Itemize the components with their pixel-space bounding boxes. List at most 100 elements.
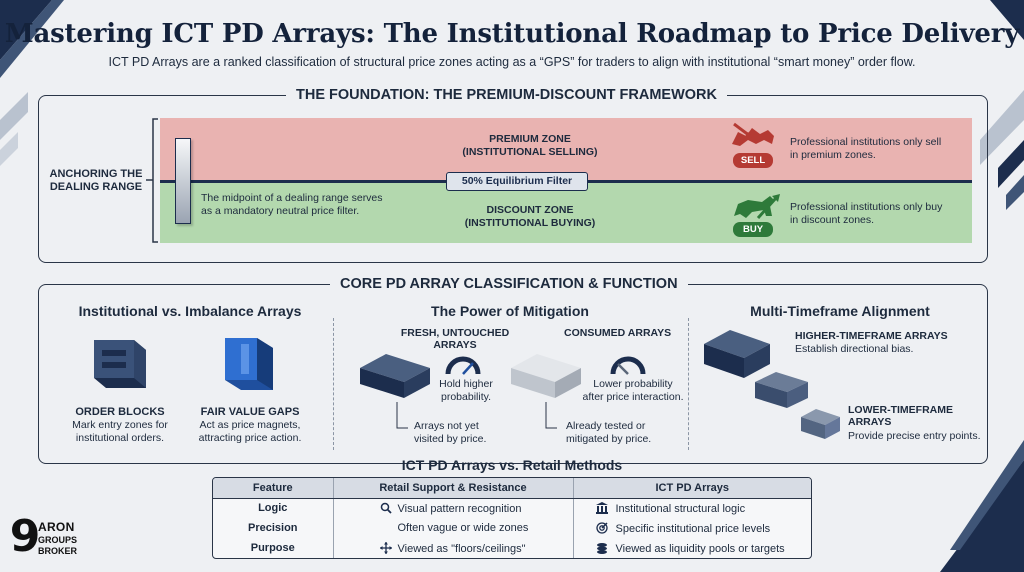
consumed-arrays-title: CONSUMED ARRAYS [564, 327, 672, 339]
equilibrium-badge: 50% Equilibrium Filter [446, 172, 588, 191]
order-blocks-desc: Mark entry zones for institutional order… [55, 419, 185, 444]
brand-logo-glyph: 9 [9, 511, 41, 562]
table-cell-retail: Often vague or wide zones [333, 518, 574, 538]
table-cell-text: Visual pattern recognition [397, 502, 522, 515]
brand-logo: 9 ARON GROUPS BROKER [8, 514, 90, 568]
buy-badge: BUY [733, 222, 773, 237]
consumed-callout-line [545, 402, 557, 429]
corner-decoration-top-right [980, 0, 1024, 210]
ltf-desc: Provide precise entry points. [848, 430, 981, 442]
fresh-callout-line [396, 402, 408, 429]
table-cell-feature: Purpose [213, 538, 334, 558]
fresh-gauge-text: Hold higher probability. [426, 378, 506, 403]
consumed-note: Already tested or mitigated by price. [566, 420, 676, 445]
midpoint-note: The midpoint of a dealing range serves a… [201, 192, 401, 217]
discount-label: DISCOUNT ZONE (INSTITUTIONAL BUYING) [440, 204, 620, 230]
brand-line3: BROKER [38, 546, 78, 556]
fresh-array-block-icon [360, 354, 430, 398]
coins-icon [596, 542, 607, 554]
premium-zone [160, 118, 972, 180]
target-icon [595, 521, 608, 534]
order-block-icon [94, 340, 146, 388]
divider-2 [688, 318, 689, 450]
table-header-row: Feature Retail Support & Resistance ICT … [213, 478, 811, 499]
page-subtitle: ICT PD Arrays are a ranked classificatio… [108, 55, 916, 69]
table-cell-retail: Viewed as "floors/ceilings" [333, 538, 574, 558]
dealing-range-label-line2: DEALING RANGE [49, 181, 143, 193]
brand-line1: ARON [38, 520, 75, 534]
discount-zone [160, 183, 972, 243]
consumed-note-line1: Already tested or [566, 420, 646, 432]
sell-note-line1: Professional institutions only sell [790, 136, 942, 148]
fresh-gauge-text-line1: Hold higher [439, 378, 493, 390]
dealing-range-label-line1: ANCHORING THE [49, 168, 143, 180]
consumed-gauge-text-line1: Lower probability [593, 378, 673, 390]
dealing-range-label: ANCHORING THE DEALING RANGE [44, 168, 148, 194]
table-row: Purpose Viewed as "floors/ceilings" View… [213, 538, 811, 558]
divider-1 [333, 318, 334, 450]
table-row: Precision Often vague or wide zones Spec… [213, 518, 811, 538]
comparison-table-wrap: Feature Retail Support & Resistance ICT … [212, 477, 812, 559]
ltf-title-line1: LOWER-TIMEFRAME [848, 404, 953, 416]
order-blocks-title: ORDER BLOCKS [75, 406, 165, 418]
htf-desc: Establish directional bias. [795, 343, 914, 355]
premium-label-line1: PREMIUM ZONE [489, 133, 571, 145]
magnifier-icon [380, 502, 392, 514]
ltf-title-line2: ARRAYS [848, 416, 892, 428]
midpoint-note-line1: The midpoint of a dealing range serves [201, 192, 383, 204]
discount-label-line2: (INSTITUTIONAL BUYING) [464, 217, 596, 229]
comparison-title: ICT PD Arrays vs. Retail Methods [401, 457, 623, 473]
gauge-low-icon [610, 356, 646, 375]
table-cell-text: Specific institutional price levels [615, 522, 771, 535]
consumed-note-line2: mitigated by price. [566, 432, 652, 445]
table-header: Feature [213, 478, 334, 499]
fvg-title: FAIR VALUE GAPS [200, 406, 300, 418]
midpoint-note-line2: as a mandatory neutral price filter. [201, 204, 360, 217]
order-blocks-desc-line2: institutional orders. [75, 431, 165, 444]
fresh-arrays-title-line2: ARRAYS [433, 339, 477, 351]
fvg-desc-line2: attracting price action. [198, 431, 302, 444]
corner-decoration-bottom-right [940, 440, 1024, 572]
table-header: Retail Support & Resistance [333, 478, 574, 499]
fvg-desc: Act as price magnets, attracting price a… [185, 419, 315, 444]
col1-heading: Institutional vs. Imbalance Arrays [78, 303, 302, 319]
htf-block-icon [704, 330, 770, 378]
move-arrows-icon [379, 541, 392, 554]
table-cell-text: Viewed as "floors/ceilings" [397, 542, 526, 555]
range-bar [175, 138, 191, 224]
table-cell-text: Viewed as liquidity pools or targets [615, 542, 785, 555]
fresh-note-line2: visited by price. [414, 432, 487, 445]
gauge-high-icon [445, 356, 481, 375]
table-cell-ict: Institutional structural logic [573, 498, 811, 518]
ltf-block-icon [801, 409, 840, 439]
mtf-block-icon [755, 372, 808, 408]
fresh-arrays-title-line1: FRESH, UNTOUCHED [400, 327, 510, 339]
consumed-array-block-icon [511, 354, 581, 398]
consumed-gauge-text-line2: after price interaction. [582, 390, 684, 403]
bear-icon [732, 122, 774, 146]
buy-note: Professional institutions only buy in di… [790, 201, 970, 226]
comparison-table: Feature Retail Support & Resistance ICT … [213, 478, 811, 558]
brand-line2: GROUPS [38, 535, 78, 545]
table-cell-ict: Viewed as liquidity pools or targets [573, 538, 811, 558]
consumed-gauge-text: Lower probability after price interactio… [578, 378, 688, 403]
table-header: ICT PD Arrays [573, 478, 811, 499]
sell-badge: SELL [733, 153, 773, 168]
table-cell-text: Often vague or wide zones [397, 522, 529, 534]
bank-icon [595, 501, 608, 514]
fresh-note: Arrays not yet visited by price. [414, 420, 524, 445]
fresh-note-line1: Arrays not yet [414, 420, 479, 432]
table-row: Logic Visual pattern recognition Institu… [213, 498, 811, 518]
foundation-title: THE FOUNDATION: THE PREMIUM-DISCOUNT FRA… [286, 87, 728, 103]
fair-value-gap-icon [225, 338, 273, 390]
buy-note-line1: Professional institutions only buy [790, 201, 943, 213]
col3-heading: Multi-Timeframe Alignment [750, 303, 930, 319]
table-cell-feature: Logic [213, 498, 334, 518]
table-cell-ict: Specific institutional price levels [573, 518, 811, 538]
table-cell-feature: Precision [213, 518, 334, 538]
sell-note: Professional institutions only sell in p… [790, 136, 970, 161]
order-blocks-desc-line1: Mark entry zones for [72, 419, 168, 431]
premium-label: PREMIUM ZONE (INSTITUTIONAL SELLING) [440, 133, 620, 159]
fresh-gauge-text-line2: probability. [441, 390, 491, 403]
fvg-desc-line1: Act as price magnets, [199, 419, 301, 431]
